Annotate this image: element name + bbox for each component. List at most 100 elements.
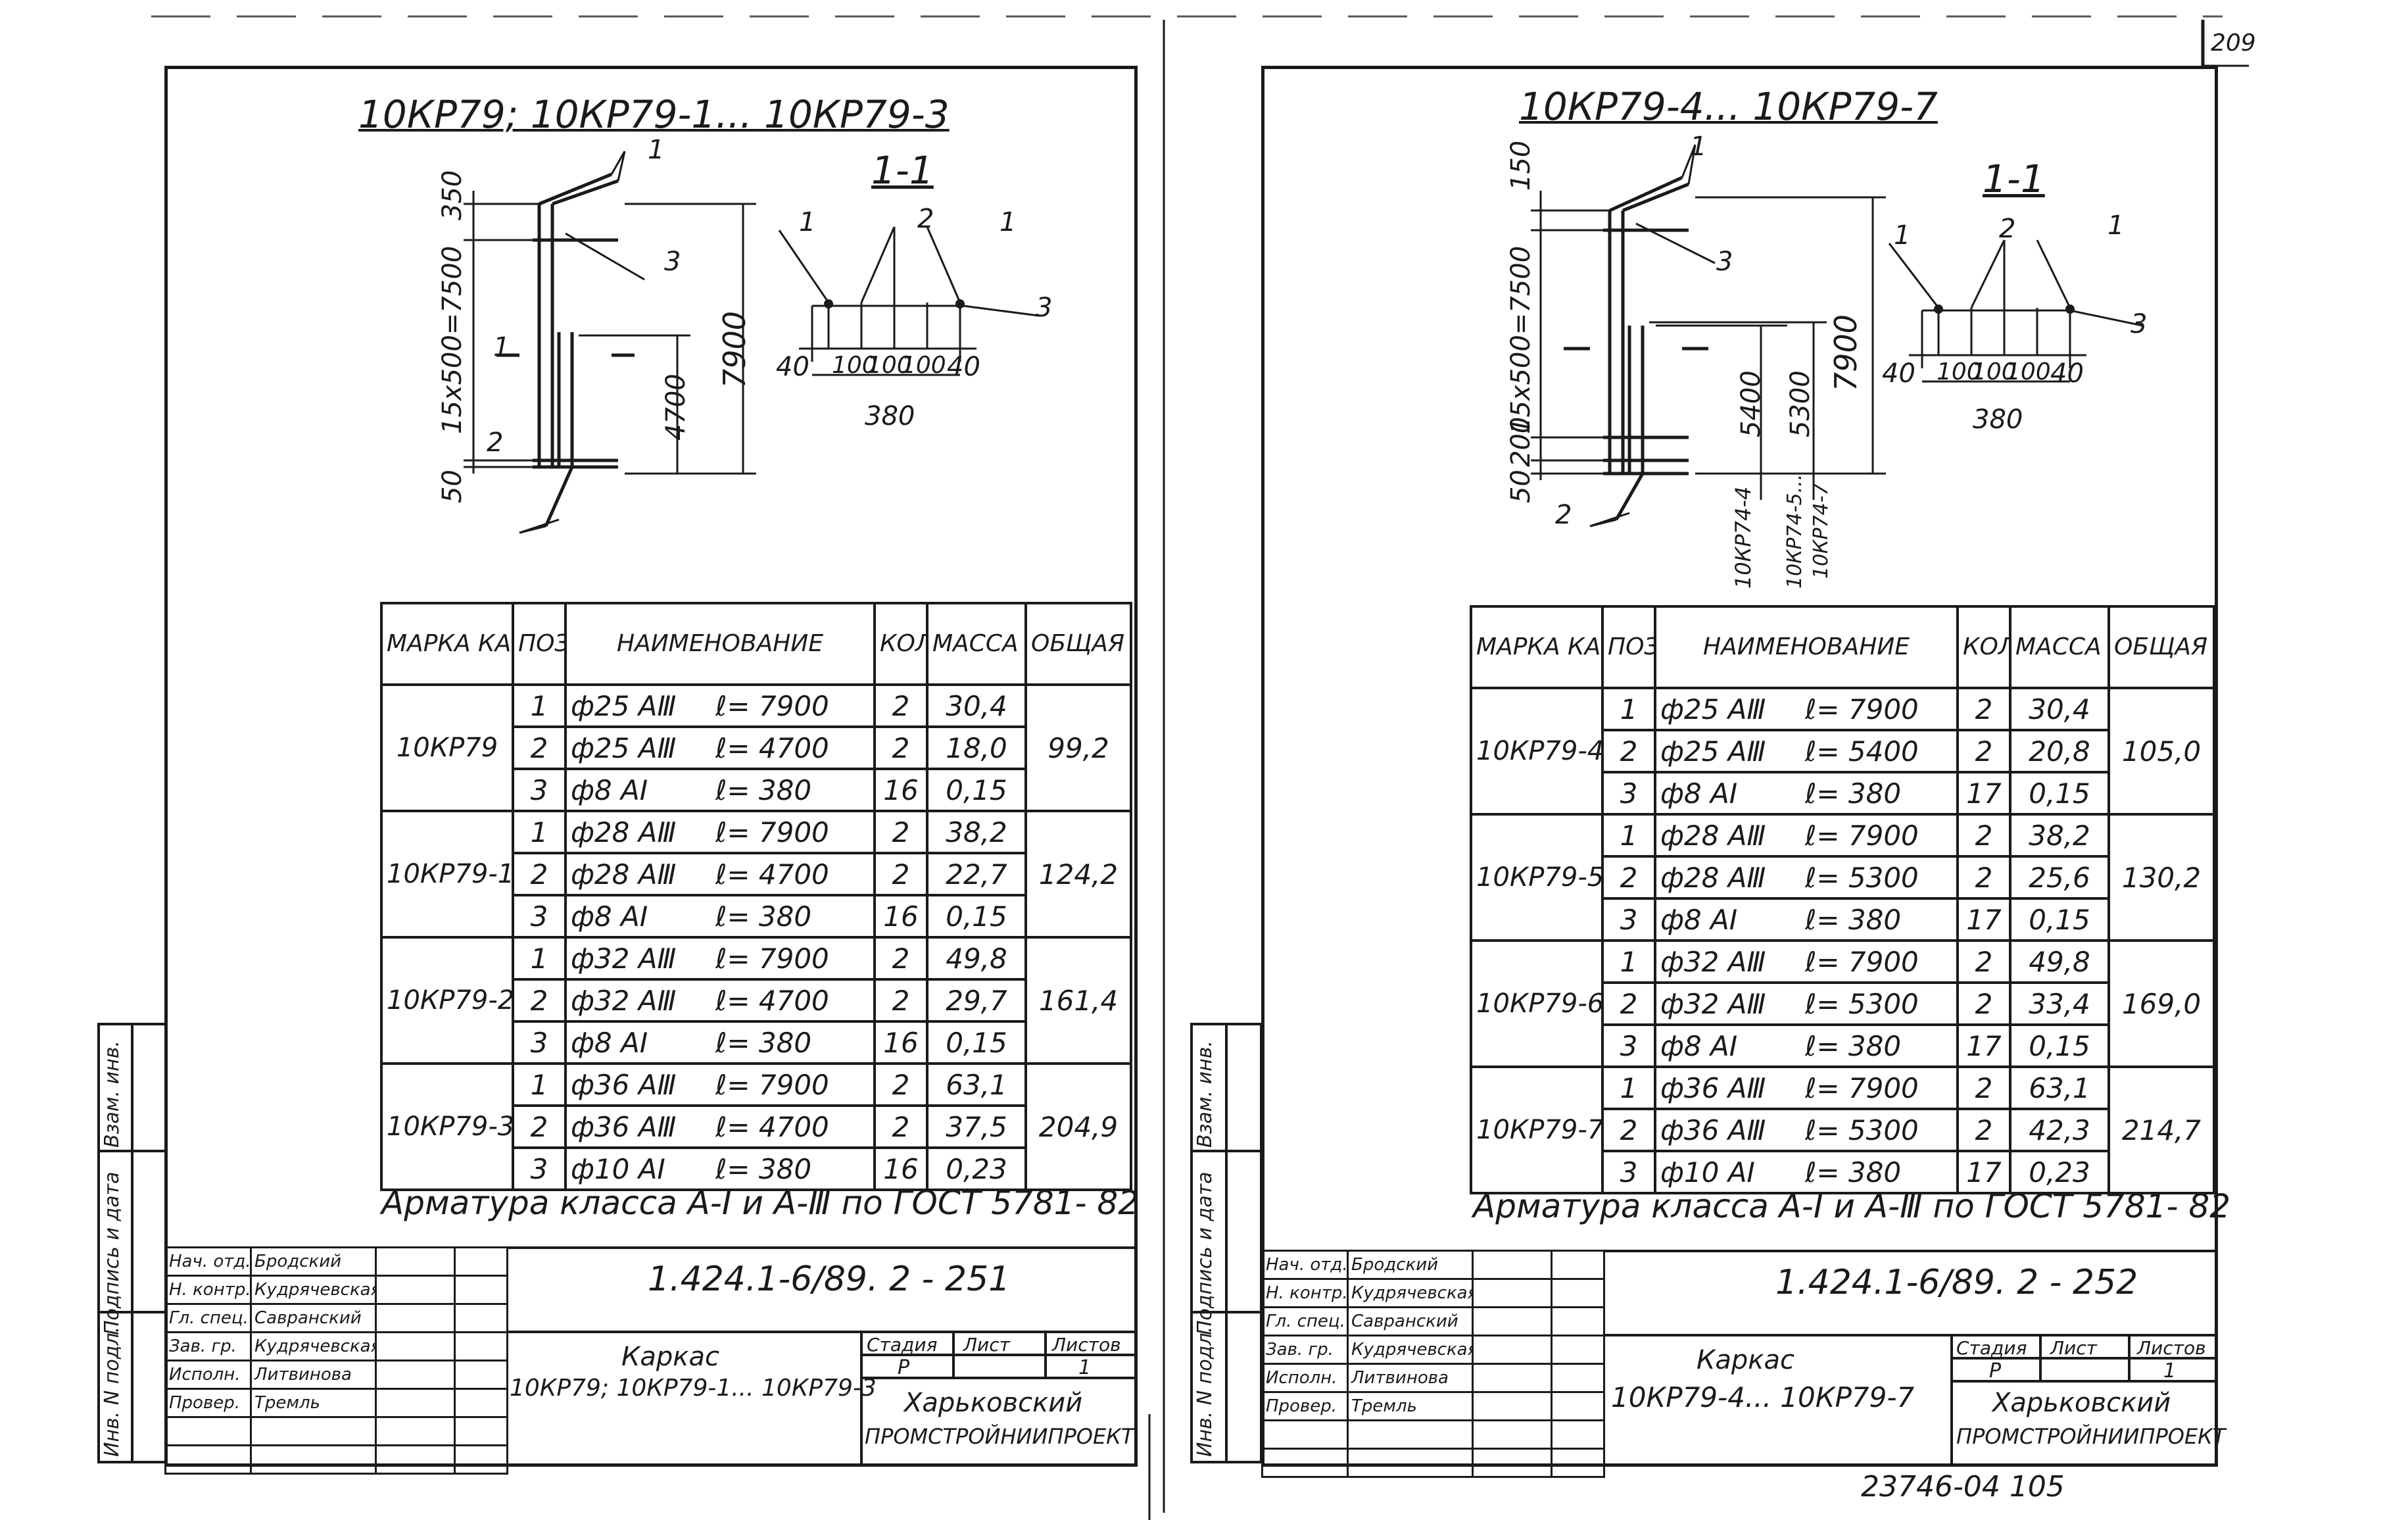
header-name: НАИМЕНОВАНИЕ xyxy=(564,602,876,686)
cell-qty: 17 xyxy=(1956,771,2011,816)
stamp-sign xyxy=(375,1360,456,1390)
stamp-sign xyxy=(375,1275,456,1305)
stamp-role: Провер. xyxy=(164,1388,252,1418)
rebar-length: ℓ= 380 xyxy=(715,1026,812,1059)
stamp-row: Гл. спец.Савранский xyxy=(1261,1306,1605,1336)
stamp-sign xyxy=(1472,1335,1553,1365)
cell-total: 214,7 xyxy=(2107,1066,2215,1194)
right-stamp-lines xyxy=(1603,1250,2218,1467)
cell-mark: 10КР79-7 xyxy=(1470,1066,1604,1194)
cell-mass: 22,7 xyxy=(926,852,1027,896)
cell-total: 105,0 xyxy=(2107,687,2215,816)
cell-pos: 1 xyxy=(512,1062,567,1107)
rebar-length: ℓ= 7900 xyxy=(715,942,829,975)
stamp-role xyxy=(1261,1419,1349,1450)
cell-qty: 2 xyxy=(873,936,928,981)
stamp-row: Нач. отд.Бродский xyxy=(164,1246,508,1277)
stamp-role xyxy=(164,1444,252,1475)
cell-mass: 25,6 xyxy=(2009,855,2110,900)
rebar-length: ℓ= 380 xyxy=(1805,1156,1902,1189)
stamp-role: Нач. отд. xyxy=(164,1246,252,1277)
cell-mass: 0,15 xyxy=(2009,897,2110,942)
stamp-sign xyxy=(375,1303,456,1333)
cell-mark: 10КР79-4 xyxy=(1470,687,1604,816)
left-dim-350: 350 xyxy=(437,170,468,220)
stamp-row xyxy=(1261,1419,1605,1450)
cell-qty: 2 xyxy=(1956,1066,2011,1110)
cell-pos: 2 xyxy=(512,852,567,896)
table-header-row: МАРКА КАРКАСА ПОЗ. НАИМЕНОВАНИЕ КОЛ. МАС… xyxy=(380,602,1132,686)
cell-total: 130,2 xyxy=(2107,813,2215,942)
cell-pos: 1 xyxy=(1601,939,1656,984)
stamp-sign xyxy=(1472,1419,1553,1450)
cell-mass: 63,1 xyxy=(926,1062,1027,1107)
rebar-diameter: ф25 АⅢ xyxy=(1660,693,1766,725)
left-sec-dim-40a: 40 xyxy=(776,352,809,382)
stamp-name: Кудрячевская xyxy=(250,1331,377,1361)
left-section-callout-2: 2 xyxy=(917,204,934,234)
cell-pos: 2 xyxy=(1601,729,1656,773)
rebar-length: ℓ= 380 xyxy=(1805,1029,1902,1062)
cell-qty: 2 xyxy=(873,978,928,1023)
rebar-length: ℓ= 4700 xyxy=(715,984,829,1017)
cell-pos: 3 xyxy=(512,768,567,812)
header-mark: МАРКА КАРКАСА xyxy=(1470,605,1604,689)
cell-pos: 1 xyxy=(512,683,567,728)
cell-qty: 2 xyxy=(1956,939,2011,984)
stamp-date xyxy=(454,1303,508,1333)
cell-mass: 38,2 xyxy=(926,810,1027,854)
cell-mark: 10КР79 xyxy=(380,683,514,812)
left-sec-dim-100c: 100 xyxy=(901,352,946,379)
stamp-row: Исполн.Литвинова xyxy=(1261,1363,1605,1393)
header-total-mass: ОБЩАЯ МАССА, КГ xyxy=(1024,602,1132,686)
header-unit-mass: МАССА ЕД. КГ xyxy=(2009,605,2110,689)
stamp-row: Исполн.Литвинова xyxy=(164,1360,508,1390)
rebar-diameter: ф8 АI xyxy=(1660,1029,1738,1062)
cell-qty: 2 xyxy=(1956,813,2011,858)
stamp-name: Бродский xyxy=(250,1246,377,1277)
header-pos: ПОЗ. xyxy=(512,602,567,686)
cell-mass: 0,15 xyxy=(926,768,1027,812)
left-stage-value: Р xyxy=(898,1356,910,1379)
rebar-length: ℓ= 7900 xyxy=(1805,819,1919,852)
cell-mark: 10КР79-5 xyxy=(1470,813,1604,942)
stamp-date xyxy=(454,1275,508,1305)
header-mark: МАРКА КАРКАСА xyxy=(380,602,514,686)
left-doc-name-2: 10КР79; 10КР79-1... 10КР79-3 xyxy=(510,1375,877,1402)
right-stage-header: Стадия xyxy=(1956,1337,2027,1359)
rebar-length: ℓ= 7900 xyxy=(1805,945,1919,978)
rebar-length: ℓ= 5300 xyxy=(1805,987,1919,1020)
right-dim-150: 150 xyxy=(1506,140,1536,191)
left-section-callout-1a: 1 xyxy=(799,207,816,237)
right-sheets-header: Листов xyxy=(2137,1337,2206,1359)
stamp-sign xyxy=(375,1444,456,1475)
left-sec-dim-100a: 100 xyxy=(832,352,877,379)
rebar-length: ℓ= 4700 xyxy=(715,1110,829,1143)
cell-pos: 2 xyxy=(512,725,567,770)
stamp-name xyxy=(250,1444,377,1475)
cell-pos: 2 xyxy=(1601,1108,1656,1152)
stamp-sign xyxy=(1472,1250,1553,1280)
stamp-name xyxy=(250,1416,377,1446)
right-sec-dim-100c: 100 xyxy=(2006,358,2051,385)
stamp-role: Нач. отд. xyxy=(1261,1250,1349,1280)
left-org-1: Харьковский xyxy=(904,1388,1083,1418)
right-doc-name-1: Каркас xyxy=(1697,1345,1794,1375)
stamp-row: Провер.Тремль xyxy=(164,1388,508,1418)
stamp-sign xyxy=(375,1246,456,1277)
left-sheet-frame xyxy=(164,66,1138,1467)
left-doc-name-1: Каркас xyxy=(621,1342,719,1372)
rebar-length: ℓ= 5300 xyxy=(1805,861,1919,894)
left-dim-7500: 15x500=7500 xyxy=(437,245,468,434)
left-callout-3: 3 xyxy=(664,247,681,277)
right-section-callout-1b: 1 xyxy=(2107,210,2125,241)
